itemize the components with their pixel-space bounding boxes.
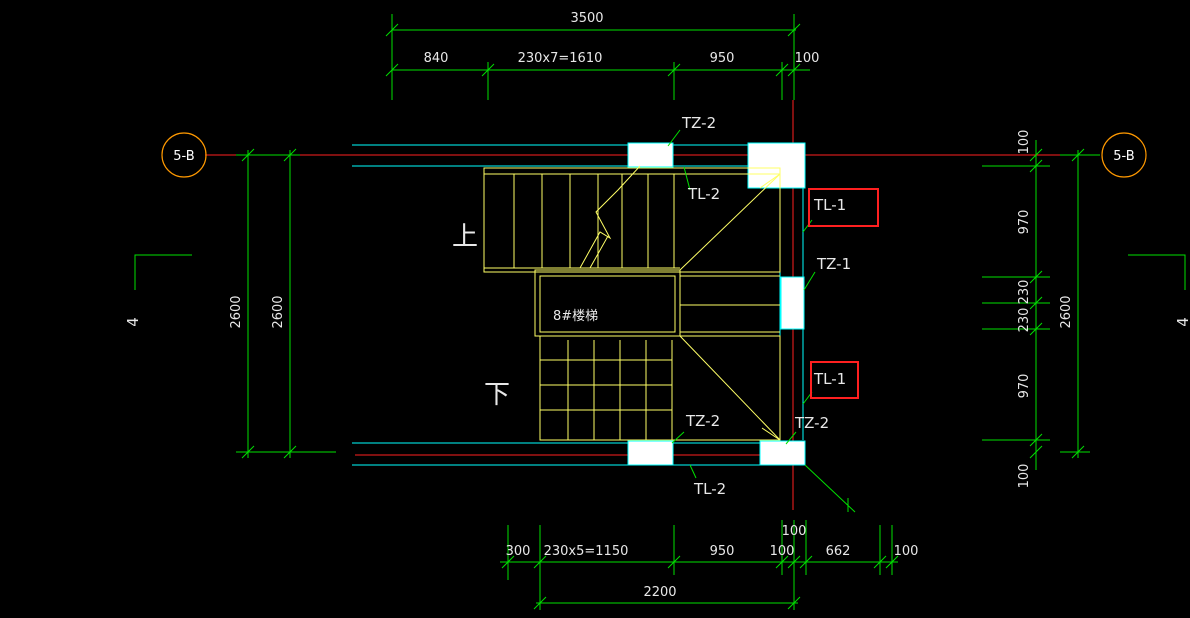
dim-left-outer: 2600 [229, 295, 244, 328]
axis-bubble-right: 5-B [1101, 132, 1147, 178]
column-corner-top [747, 142, 806, 189]
section-leader-line [804, 464, 856, 513]
label-tz1-mid: TZ-1 [816, 255, 851, 273]
label-up: 上 [452, 222, 478, 252]
highlight-box-tl1-lower [810, 361, 859, 399]
dim-right-seg-3: 230 [1017, 280, 1032, 305]
dim-bottom-seg-7: 100 [894, 544, 919, 559]
label-tl1-upper: TL-1 [813, 196, 846, 214]
dim-bottom-seg-1: 300 [506, 544, 531, 559]
axis-bubble-left: 5-B [161, 132, 207, 178]
dim-right-seg-5: 970 [1017, 374, 1032, 399]
dim-bottom-seg-4: 100 [770, 544, 795, 559]
column-tz2-top [627, 142, 674, 168]
label-tl2-bottom: TL-2 [693, 480, 726, 498]
dim-top-overall: 3500 [570, 11, 603, 26]
dim-right-overall: 2600 [1059, 295, 1074, 328]
stair-outline [483, 165, 781, 441]
column-tz2-bottom-right [759, 440, 806, 466]
dimension-lines [134, 14, 1186, 610]
label-tl2-top: TL-2 [687, 185, 720, 203]
dim-left-inner: 2600 [271, 295, 286, 328]
section-mark-right-line [1128, 254, 1186, 290]
dim-right-seg-4: 230 [1017, 308, 1032, 333]
dim-top-seg-4: 100 [795, 51, 820, 66]
label-stair-name: 8#楼梯 [553, 309, 598, 324]
axis-label-left: 5-B [173, 149, 194, 164]
label-tl1-lower: TL-1 [813, 370, 846, 388]
highlight-box-tl1-upper [808, 188, 879, 227]
label-down: 下 [484, 380, 510, 410]
section-mark-right: 4 [1174, 317, 1190, 327]
section-mark-left-line [134, 254, 192, 290]
dim-top-seg-3: 950 [710, 51, 735, 66]
dim-bottom-seg-5: 100 [782, 524, 807, 539]
dim-right-seg-1: 100 [1017, 130, 1032, 155]
label-tz2-top: TZ-2 [681, 114, 716, 132]
label-tz2-bottom-left: TZ-2 [685, 412, 720, 430]
column-tz2-bottom-left [627, 440, 674, 466]
section-mark-left: 4 [124, 317, 142, 327]
column-tz1-mid [780, 276, 805, 330]
dim-right-seg-2: 970 [1017, 210, 1032, 235]
dim-top-seg-1: 840 [424, 51, 449, 66]
dim-top-seg-2: 230x7=1610 [518, 51, 603, 66]
label-tz2-bottom-right: TZ-2 [794, 414, 829, 432]
columns [627, 142, 806, 466]
dim-right-seg-6: 100 [1017, 464, 1032, 489]
dim-bottom-seg-2: 230x5=1150 [544, 544, 629, 559]
dim-bottom-overall: 2200 [643, 585, 676, 600]
dim-bottom-seg-3: 950 [710, 544, 735, 559]
axis-label-right: 5-B [1113, 149, 1134, 164]
dim-bottom-seg-6: 662 [826, 544, 851, 559]
